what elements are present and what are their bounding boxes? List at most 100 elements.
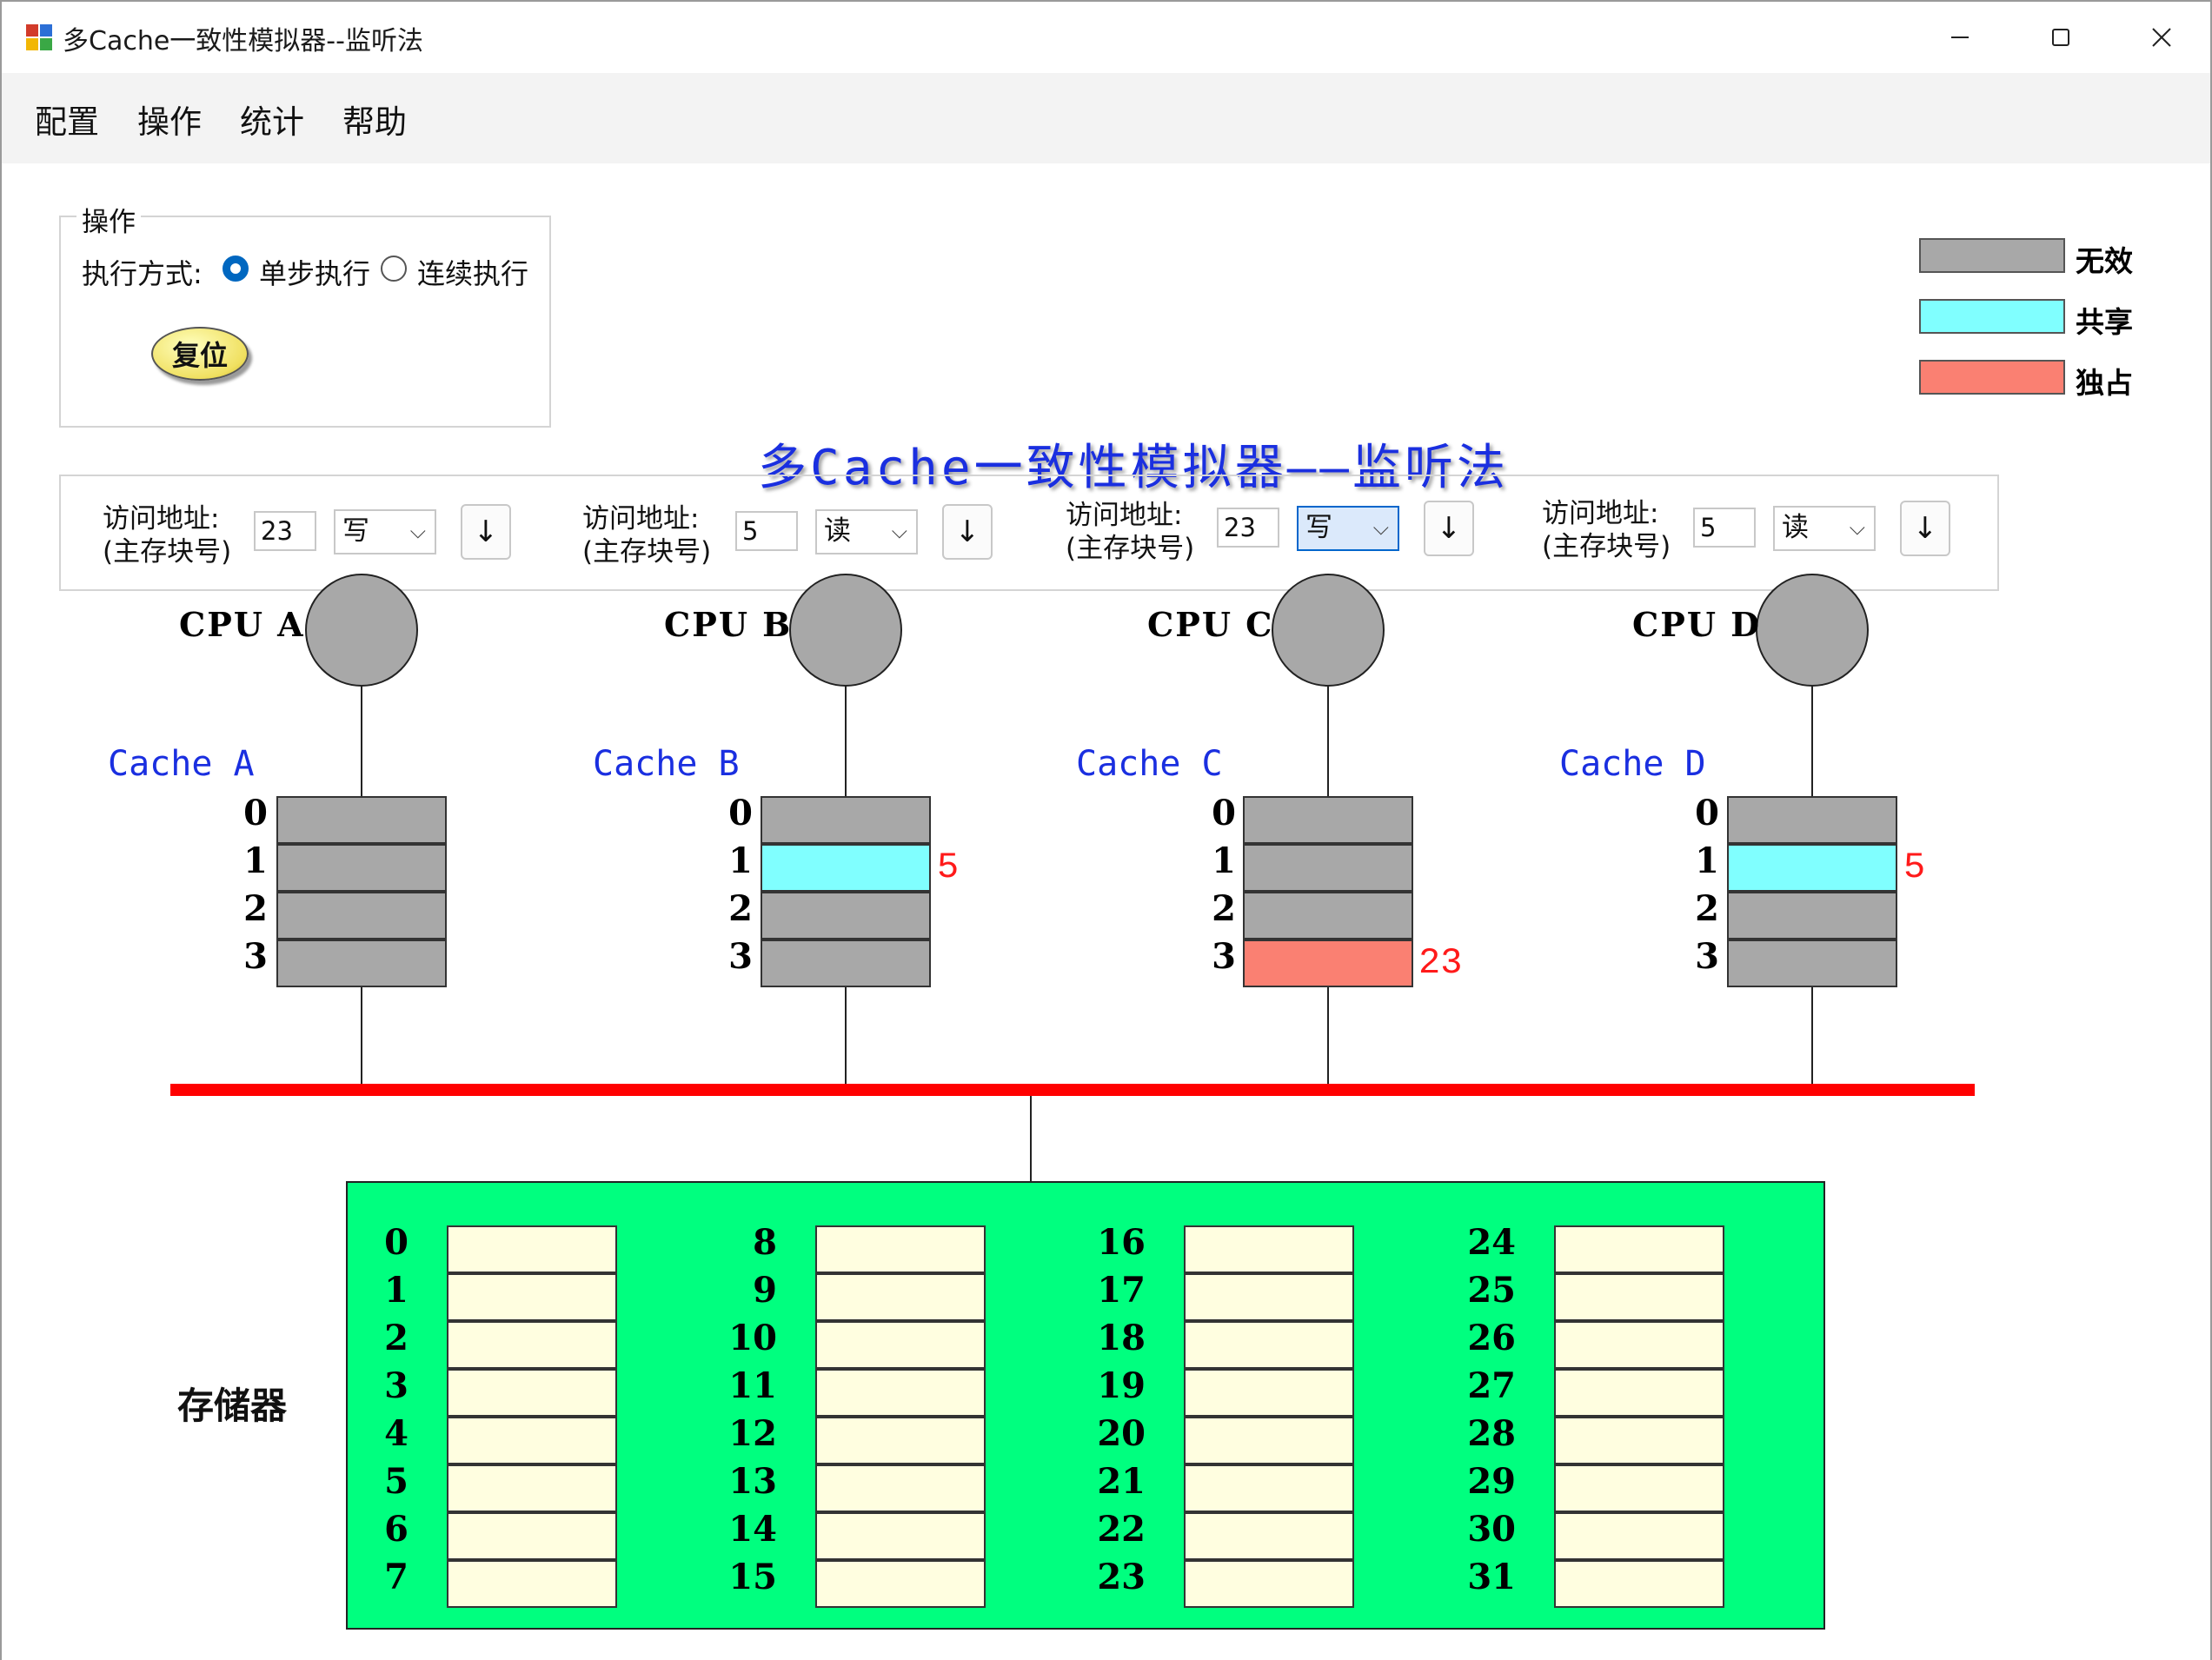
radio-continuous-label[interactable]: 连续执行 xyxy=(417,257,529,290)
legend-shared-label: 共享 xyxy=(2076,305,2133,339)
legend-exclusive-label: 独占 xyxy=(2076,366,2133,400)
cache-b-line-1 xyxy=(761,844,931,892)
cache-c-line-2 xyxy=(1243,892,1413,940)
cpu-c-label: CPU C xyxy=(1147,605,1274,644)
memory-block-number: 21 xyxy=(1097,1461,1146,1502)
memory-block-number: 6 xyxy=(384,1509,409,1550)
cache-c-line-no: 2 xyxy=(1212,888,1236,929)
memory-block-number: 27 xyxy=(1467,1365,1516,1406)
address-label-b-line1: 访问地址: xyxy=(582,503,700,535)
menu-help[interactable]: 帮助 xyxy=(342,103,407,141)
op-select-a[interactable]: 写⌵ xyxy=(334,509,436,554)
memory-block xyxy=(1554,1464,1724,1512)
memory-block xyxy=(815,1273,986,1321)
memory-block-number: 8 xyxy=(753,1222,777,1263)
op-select-d[interactable]: 读⌵ xyxy=(1773,506,1876,551)
address-label-a: 访问地址:(主存块号) xyxy=(103,502,231,568)
memory-block-number: 19 xyxy=(1097,1365,1146,1406)
cache-c-line-3 xyxy=(1243,940,1413,987)
memory-block-number: 1 xyxy=(384,1270,409,1311)
memory-block-number: 13 xyxy=(728,1461,777,1502)
exec-button-b[interactable]: ↓ xyxy=(942,504,993,560)
legend-shared-swatch xyxy=(1919,299,2065,334)
memory-block-number: 26 xyxy=(1467,1318,1516,1358)
memory-block-number: 31 xyxy=(1467,1557,1516,1597)
menu-statistics[interactable]: 统计 xyxy=(240,103,304,141)
memory-block xyxy=(1184,1512,1354,1560)
memory-block xyxy=(447,1273,617,1321)
address-input-c[interactable]: 23 xyxy=(1217,508,1279,548)
exec-button-a[interactable]: ↓ xyxy=(461,504,511,560)
cpu-d-circle xyxy=(1756,574,1869,687)
memory-block xyxy=(1554,1321,1724,1369)
memory-block-number: 4 xyxy=(384,1413,409,1454)
memory-block-number: 12 xyxy=(728,1413,777,1454)
cache-a-line-no: 2 xyxy=(243,888,268,929)
memory-block xyxy=(815,1369,986,1417)
cache-d-line-2 xyxy=(1727,892,1897,940)
page-title: 多Cache一致性模拟器——监听法 xyxy=(758,440,1510,496)
radio-continuous[interactable] xyxy=(381,256,407,282)
minimize-icon xyxy=(1951,37,1969,38)
title-bar: 多Cache一致性模拟器--监听法 xyxy=(2,2,2210,73)
maximize-button[interactable] xyxy=(2010,2,2111,73)
memory-block xyxy=(1184,1321,1354,1369)
memory-block-number: 14 xyxy=(728,1509,777,1550)
cache-d-label: Cache D xyxy=(1559,744,1706,784)
cache-d-line-no: 1 xyxy=(1695,840,1719,881)
address-label-b-line2: (主存块号) xyxy=(582,536,712,568)
cache-b-line-2 xyxy=(761,892,931,940)
memory-block xyxy=(1184,1417,1354,1464)
chevron-down-icon: ⌵ xyxy=(891,519,907,543)
menu-config[interactable]: 配置 xyxy=(35,103,99,141)
radio-single-step[interactable] xyxy=(223,256,249,282)
reset-button[interactable]: 复位 xyxy=(151,327,249,381)
cache-d-line-no: 3 xyxy=(1695,936,1719,977)
op-select-b[interactable]: 读⌵ xyxy=(815,509,918,554)
address-label-d-line1: 访问地址: xyxy=(1542,498,1659,529)
radio-single-step-label[interactable]: 单步执行 xyxy=(259,257,371,290)
memory-block-number: 22 xyxy=(1097,1509,1146,1550)
menu-operation[interactable]: 操作 xyxy=(137,103,202,141)
memory-block xyxy=(447,1417,617,1464)
exec-button-c[interactable]: ↓ xyxy=(1424,501,1474,556)
cache-b-line-no: 1 xyxy=(728,840,753,881)
memory-block-number: 29 xyxy=(1467,1461,1516,1502)
memory-block xyxy=(815,1225,986,1273)
cache-b-line-no: 3 xyxy=(728,936,753,977)
legend-invalid-label: 无效 xyxy=(2076,244,2133,278)
memory-block-number: 16 xyxy=(1097,1222,1146,1263)
memory-block xyxy=(1184,1560,1354,1608)
cache-a-line-0 xyxy=(276,796,447,844)
memory-block xyxy=(815,1512,986,1560)
op-select-c[interactable]: 写⌵ xyxy=(1297,506,1399,551)
cache-a-line-no: 3 xyxy=(243,936,268,977)
cache-c-line-no: 3 xyxy=(1212,936,1236,977)
memory-block xyxy=(1184,1273,1354,1321)
chevron-down-icon: ⌵ xyxy=(1849,515,1865,540)
address-label-b: 访问地址:(主存块号) xyxy=(582,502,711,568)
address-input-b[interactable]: 5 xyxy=(735,511,798,551)
memory-block-number: 7 xyxy=(384,1557,409,1597)
address-input-d[interactable]: 5 xyxy=(1693,508,1756,548)
cpu-c-circle xyxy=(1272,574,1385,687)
cpu-b-label: CPU B xyxy=(664,605,793,644)
op-select-a-value: 写 xyxy=(342,515,369,547)
memory-block-number: 5 xyxy=(384,1461,409,1502)
minimize-button[interactable] xyxy=(1910,2,2010,73)
close-button[interactable] xyxy=(2111,2,2212,73)
memory-block-number: 17 xyxy=(1097,1270,1146,1311)
address-input-a[interactable]: 23 xyxy=(254,511,316,551)
exec-button-d[interactable]: ↓ xyxy=(1900,501,1950,556)
memory-block-number: 25 xyxy=(1467,1270,1516,1311)
memory-block xyxy=(1554,1225,1724,1273)
memory-block xyxy=(1184,1464,1354,1512)
memory-block xyxy=(447,1369,617,1417)
operation-groupbox: 操作 执行方式: 单步执行 连续执行 复位 xyxy=(59,200,551,428)
cache-a-label: Cache A xyxy=(108,744,255,784)
op-select-d-value: 读 xyxy=(1782,512,1809,543)
memory-block xyxy=(447,1321,617,1369)
access-panel xyxy=(59,475,1999,591)
memory-block xyxy=(447,1464,617,1512)
cache-b-line-0 xyxy=(761,796,931,844)
